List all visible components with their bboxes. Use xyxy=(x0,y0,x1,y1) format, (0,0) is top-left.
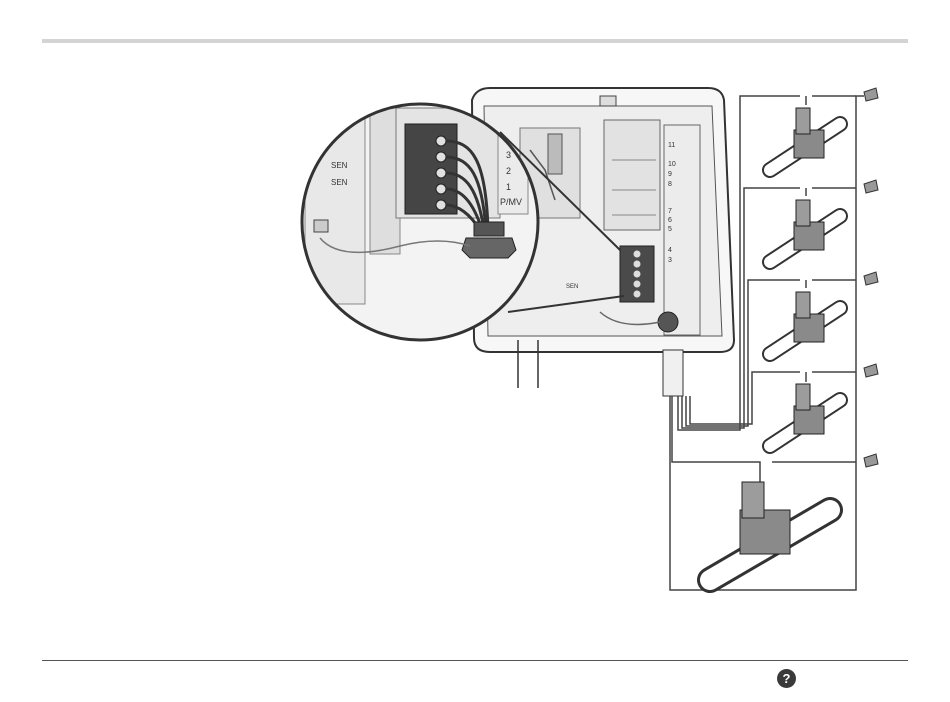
zoom-sensor-label-1: SEN xyxy=(331,161,348,170)
help-button[interactable]: ? xyxy=(777,669,796,688)
station-label-5: 5 xyxy=(668,226,672,233)
station-label-11: 11 xyxy=(668,142,675,149)
station-label-10: 10 xyxy=(668,161,676,168)
controller-terminal-block xyxy=(620,246,654,302)
zoom-station-label-3: 3 xyxy=(506,150,511,160)
valve-3 xyxy=(770,292,840,354)
station-label-9: 9 xyxy=(668,171,672,178)
footer-divider xyxy=(42,660,908,661)
zoom-sensor-label-2: SEN xyxy=(331,178,348,187)
station-label-3: 3 xyxy=(668,257,672,264)
zoom-station-label-pmv: P/MV xyxy=(500,197,522,207)
zoom-station-label-1: 1 xyxy=(506,182,511,192)
station-label-6: 6 xyxy=(668,217,672,224)
zoom-station-label-2: 2 xyxy=(506,166,511,176)
sensor-label: SEN xyxy=(566,284,578,290)
valve-master xyxy=(710,482,830,580)
station-label-7: 7 xyxy=(668,208,672,215)
valve-2 xyxy=(770,200,840,262)
valve-1 xyxy=(770,108,840,170)
wire-connectors xyxy=(864,88,878,467)
station-label-8: 8 xyxy=(668,181,672,188)
valve-4 xyxy=(770,384,840,446)
station-label-4: 4 xyxy=(668,247,672,254)
